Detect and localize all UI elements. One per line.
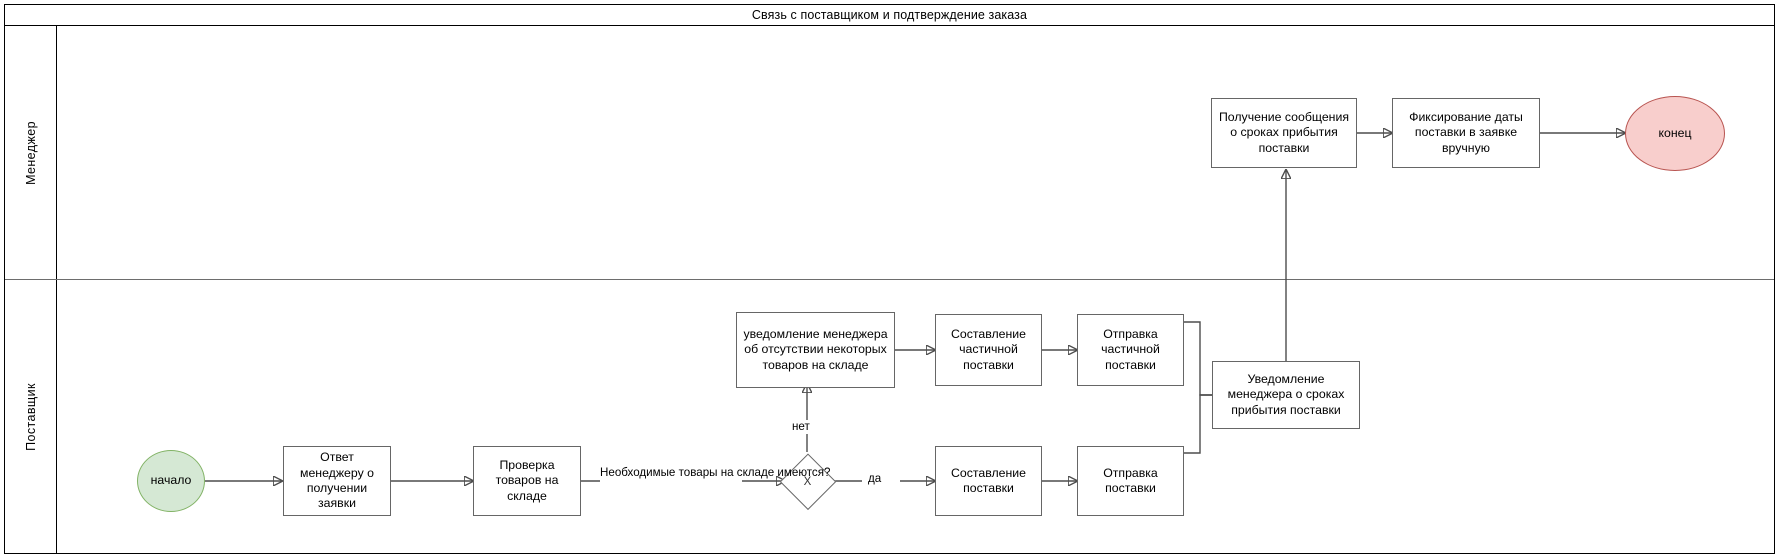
lane-label-manager: Менеджер <box>5 26 57 279</box>
edge-label-yes: да <box>866 472 884 487</box>
task-send-full[interactable]: Отправка поставки <box>1077 446 1184 516</box>
end-event-konec[interactable]: конец <box>1625 96 1725 171</box>
lane-label-manager-text: Менеджер <box>23 120 38 185</box>
task-compose-full[interactable]: Составление поставки <box>935 446 1042 516</box>
task-notify-dates[interactable]: Уведомление менеджера о сроках прибытия … <box>1212 361 1360 429</box>
pool-title: Связь с поставщиком и подтверждение зака… <box>5 5 1774 26</box>
lane-label-supplier-text: Поставщик <box>23 382 38 451</box>
edge-label-goods-question: Необходимые товары на складе имеются? <box>598 466 831 481</box>
exclusive-gateway-goods-available[interactable]: X <box>779 453 836 510</box>
task-reply-manager[interactable]: Ответ менеджеру о получении заявки <box>283 446 391 516</box>
task-fix-date[interactable]: Фиксирование даты поставки в заявке вруч… <box>1392 98 1540 168</box>
task-compose-partial[interactable]: Составление частичной поставки <box>935 314 1042 386</box>
start-event-nachalo[interactable]: начало <box>137 450 205 512</box>
task-notify-missing[interactable]: уведомление менеджера об отсутствии неко… <box>736 312 895 388</box>
lane-label-supplier: Поставщик <box>5 280 57 553</box>
edge-label-no: нет <box>790 420 812 435</box>
task-receive-message[interactable]: Получение сообщения о сроках прибытия по… <box>1211 98 1357 168</box>
task-check-goods[interactable]: Проверка товаров на складе <box>473 446 581 516</box>
task-send-partial[interactable]: Отправка частичной поставки <box>1077 314 1184 386</box>
gateway-label: X <box>803 475 812 488</box>
